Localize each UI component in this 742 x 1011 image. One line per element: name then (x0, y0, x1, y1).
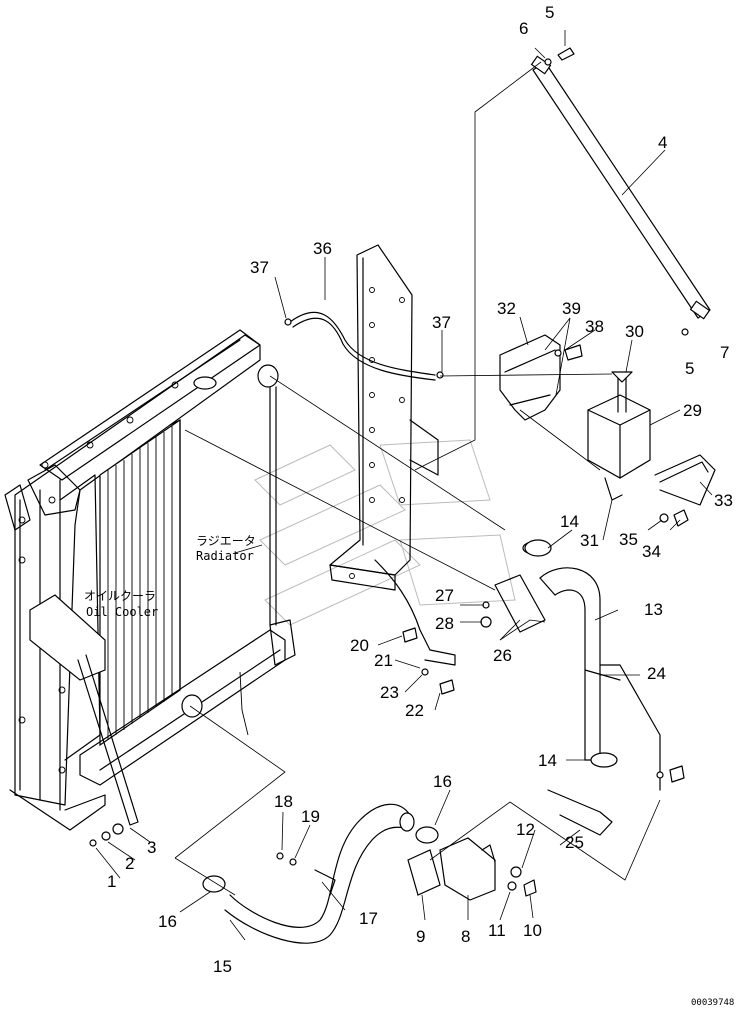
callout: 17 (359, 909, 378, 928)
callout: 19 (301, 807, 320, 826)
radiator-core-fins (107, 426, 173, 740)
callout: 8 (461, 927, 470, 946)
clamp-14-upper (524, 539, 552, 557)
callout: 37 (250, 258, 269, 277)
radiator-label-en: Radiator (196, 549, 254, 563)
callout: 5 (545, 3, 554, 22)
callout: 29 (683, 401, 702, 420)
callout: 14 (560, 512, 579, 531)
drawing-code: 00039748 (691, 998, 734, 1008)
callout: 6 (519, 19, 528, 38)
radiator-label-jp: ラジエータ (196, 534, 256, 548)
oil-cooler-label-en: Oil Cooler (86, 605, 158, 619)
callout: 33 (714, 491, 733, 510)
callout: 14 (538, 751, 557, 770)
reserve-tank-group (499, 334, 716, 527)
leader-lines (95, 30, 713, 941)
watermark (254, 439, 516, 626)
callout: 18 (274, 792, 293, 811)
callout: 10 (523, 921, 542, 940)
callout: 5 (685, 359, 694, 378)
callout: 3 (147, 838, 156, 857)
callout: 31 (580, 531, 599, 550)
callout: 27 (435, 586, 454, 605)
overflow-hose-36 (284, 311, 456, 666)
callout: 28 (435, 614, 454, 633)
callout: 11 (488, 921, 506, 940)
callout: 16 (433, 772, 452, 791)
oil-cooler-label-jp: オイルクーラ (84, 589, 156, 603)
callout: 16 (158, 912, 177, 931)
bracket-25 (547, 789, 613, 836)
callout: 2 (125, 854, 134, 873)
clamp-14-lower (590, 752, 618, 768)
callout: 23 (380, 683, 399, 702)
callout: 7 (720, 343, 729, 362)
callout: 1 (107, 872, 116, 891)
callout: 26 (493, 646, 512, 665)
callout: 15 (213, 957, 232, 976)
callout: 4 (658, 133, 667, 152)
shroud-plate (329, 244, 439, 591)
stay-rod-4 (530, 47, 711, 320)
callout: 35 (619, 530, 638, 549)
callout: 32 (497, 299, 516, 318)
callout: 9 (416, 927, 425, 946)
callout: 34 (642, 542, 661, 561)
callout: 21 (374, 651, 393, 670)
hardware (89, 328, 689, 866)
callout: 12 (516, 820, 535, 839)
callout: 25 (565, 833, 584, 852)
callout: 36 (313, 239, 332, 258)
shroud-holes (349, 287, 405, 579)
text-labels: ラジエータ Radiator オイルクーラ Oil Cooler 0003974… (84, 534, 734, 1008)
callout: 37 (432, 313, 451, 332)
callout: 30 (625, 322, 644, 341)
lower-hose-15 (202, 803, 439, 944)
callout: 13 (644, 600, 663, 619)
callout: 20 (350, 636, 369, 655)
frame-holes (18, 381, 179, 774)
callout-numbers: 5 6 4 36 37 37 32 39 38 30 7 5 29 33 14 … (107, 3, 733, 976)
upper-hose-13 (494, 541, 661, 791)
callout: 39 (562, 299, 581, 318)
callout: 22 (405, 701, 424, 720)
water-outlet-8 (407, 837, 537, 901)
callout: 38 (585, 317, 604, 336)
radiator-assembly (4, 329, 296, 831)
callout: 24 (647, 664, 666, 683)
